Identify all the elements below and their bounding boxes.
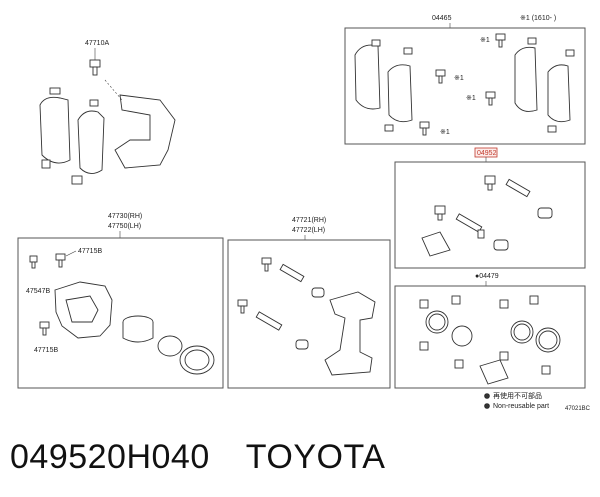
label-star1: ※1	[440, 129, 450, 136]
legend-english: Non-reusable part	[493, 403, 549, 410]
legend-japanese: 再使用不可部品	[493, 391, 542, 400]
footer: 049520H040 TOYOTA	[10, 432, 385, 482]
piston-seal-icon	[428, 313, 446, 331]
brand-name: TOYOTA	[245, 437, 386, 476]
bolt-icon	[55, 253, 66, 268]
legend-bullet-icon	[484, 403, 490, 409]
slide-pin-icon	[434, 205, 446, 221]
legend-bullet-icon	[484, 393, 490, 399]
bolt-icon	[419, 121, 430, 136]
boot-icon	[295, 339, 309, 350]
pad-clip-icon	[565, 49, 575, 57]
slide-pin-icon	[455, 213, 483, 233]
pad-clip-icon	[89, 99, 99, 107]
bushing-icon	[499, 299, 509, 309]
bushing-icon	[454, 359, 464, 369]
bushing-icon	[529, 295, 539, 305]
grease-packet-icon	[421, 231, 451, 257]
seal-kit-box: ●04479 再使用不可部品 Non-reusable part 47021BC	[394, 273, 591, 412]
slide-pin-icon	[505, 178, 531, 198]
bushing-icon	[477, 229, 485, 239]
bolt-icon	[261, 257, 272, 272]
pad-clip-icon	[403, 47, 413, 55]
brake-pad	[547, 64, 571, 123]
diagram-code: 47021BC	[565, 406, 591, 412]
parts-diagram: 47710A 04465 ※1 (1610- ) ※1	[17, 15, 591, 412]
label-04479: ●04479	[475, 273, 499, 280]
boot-ring-icon	[184, 349, 210, 371]
mount-box: 47721(RH) 47722(LH)	[227, 217, 391, 389]
label-star1: ※1	[454, 75, 464, 82]
slide-pin-icon	[279, 263, 305, 283]
bolt-icon	[237, 299, 248, 314]
brake-pad	[514, 46, 538, 112]
bushing-icon	[499, 351, 509, 361]
label-47750: 47750(LH)	[108, 223, 141, 230]
bushing-icon	[419, 341, 429, 351]
brake-pad	[387, 64, 413, 123]
piston-seal-icon	[157, 335, 183, 357]
shim-icon	[547, 125, 557, 133]
label-star1: ※1	[480, 37, 490, 44]
slide-pin-icon	[484, 175, 496, 191]
boot-icon	[537, 207, 553, 219]
label-04465-note: ※1 (1610- )	[520, 15, 556, 22]
brake-pad-right	[77, 110, 105, 174]
boot-icon	[311, 287, 325, 298]
part-number: 049520H040	[10, 437, 210, 476]
bushing-icon	[541, 365, 551, 375]
caliper-box: 47730(RH) 47750(LH) 47715B 47547B 47715B	[17, 213, 224, 389]
bleeder-icon	[29, 255, 38, 269]
label-04465: 04465	[432, 15, 452, 22]
caliper-slide-kit-box: 04952	[394, 147, 586, 269]
label-47715B-bottom: 47715B	[34, 347, 58, 354]
grease-packet-icon	[479, 359, 509, 385]
bolt-icon	[485, 91, 496, 106]
bolt-icon	[495, 33, 506, 48]
caliper-bracket	[114, 94, 176, 169]
label-47730: 47730(RH)	[108, 213, 142, 220]
brake-pad-left	[39, 96, 71, 164]
boot-ring-icon	[451, 325, 473, 347]
shim-icon	[71, 175, 83, 185]
pad-clip-icon	[527, 37, 537, 45]
label-47722: 47722(LH)	[292, 227, 325, 234]
pad-clip-icon	[49, 87, 61, 95]
bolt-icon	[435, 69, 446, 84]
bolt-icon	[39, 321, 50, 336]
boot-icon	[493, 239, 509, 251]
label-47547B: 47547B	[26, 288, 50, 295]
shim-icon	[384, 124, 394, 132]
brake-pad	[354, 44, 381, 110]
label-47721: 47721(RH)	[292, 217, 326, 224]
piston-seal-icon	[513, 323, 531, 341]
pad-clip-icon	[371, 39, 381, 47]
caliper-mount	[324, 291, 376, 376]
bolt-icon	[89, 59, 101, 76]
pad-kit-box: 04465 ※1 (1610- ) ※1 ※1 ※1 ※1	[344, 15, 586, 145]
label-47715B-top: 47715B	[78, 248, 102, 255]
pads-bracket-group: 47710A	[39, 40, 176, 185]
shim-icon	[41, 159, 51, 169]
bushing-icon	[419, 299, 429, 309]
label-star1: ※1	[466, 95, 476, 102]
label-47710A: 47710A	[85, 40, 109, 47]
label-04952: 04952	[477, 150, 497, 157]
boot-ring-icon	[538, 330, 558, 350]
bushing-icon	[451, 295, 461, 305]
slide-pin-icon	[255, 311, 283, 331]
piston-icon	[122, 322, 154, 343]
